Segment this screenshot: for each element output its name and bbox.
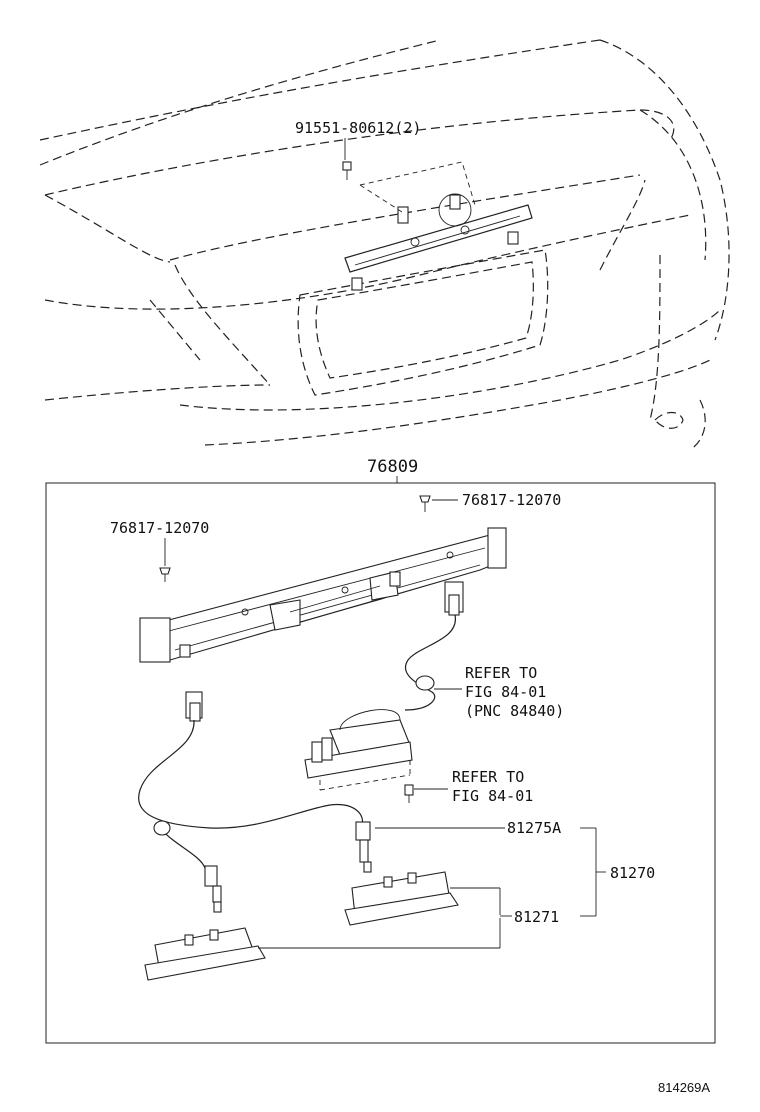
label-81270: 81270 <box>610 864 655 882</box>
trunk-handle-switch <box>304 709 413 791</box>
garnish-in-vehicle <box>344 161 533 291</box>
refer-lower-line1: REFER TO <box>452 768 524 786</box>
upper-wire-harness <box>404 581 464 711</box>
label-81271: 81271 <box>514 908 559 926</box>
license-garnish-bracket <box>139 527 507 663</box>
clip-76817-right-icon <box>419 495 431 512</box>
label-76817-left: 76817-12070 <box>110 519 209 537</box>
clip-91551-icon <box>342 161 352 180</box>
assembly-frame <box>45 482 716 1044</box>
refer-lower-line2: FIG 84-01 <box>452 787 533 805</box>
label-81275A: 81275A <box>507 819 561 837</box>
license-lamp-left <box>144 927 266 981</box>
clip-76817-left-icon <box>159 567 171 582</box>
lamp-wire-harness <box>138 691 372 913</box>
label-76809: 76809 <box>367 457 418 477</box>
vehicle-rear-outline <box>39 39 730 451</box>
refer-upper-line2: FIG 84-01 <box>465 683 546 701</box>
license-lamp-right <box>344 871 459 926</box>
label-91551-80612: 91551-80612(2) <box>295 119 421 137</box>
screw-icon <box>404 784 414 803</box>
refer-upper-line1: REFER TO <box>465 664 537 682</box>
refer-upper-line3: (PNC 84840) <box>465 702 564 720</box>
label-76817-right: 76817-12070 <box>462 491 561 509</box>
figure-id: 814269A <box>658 1080 710 1095</box>
